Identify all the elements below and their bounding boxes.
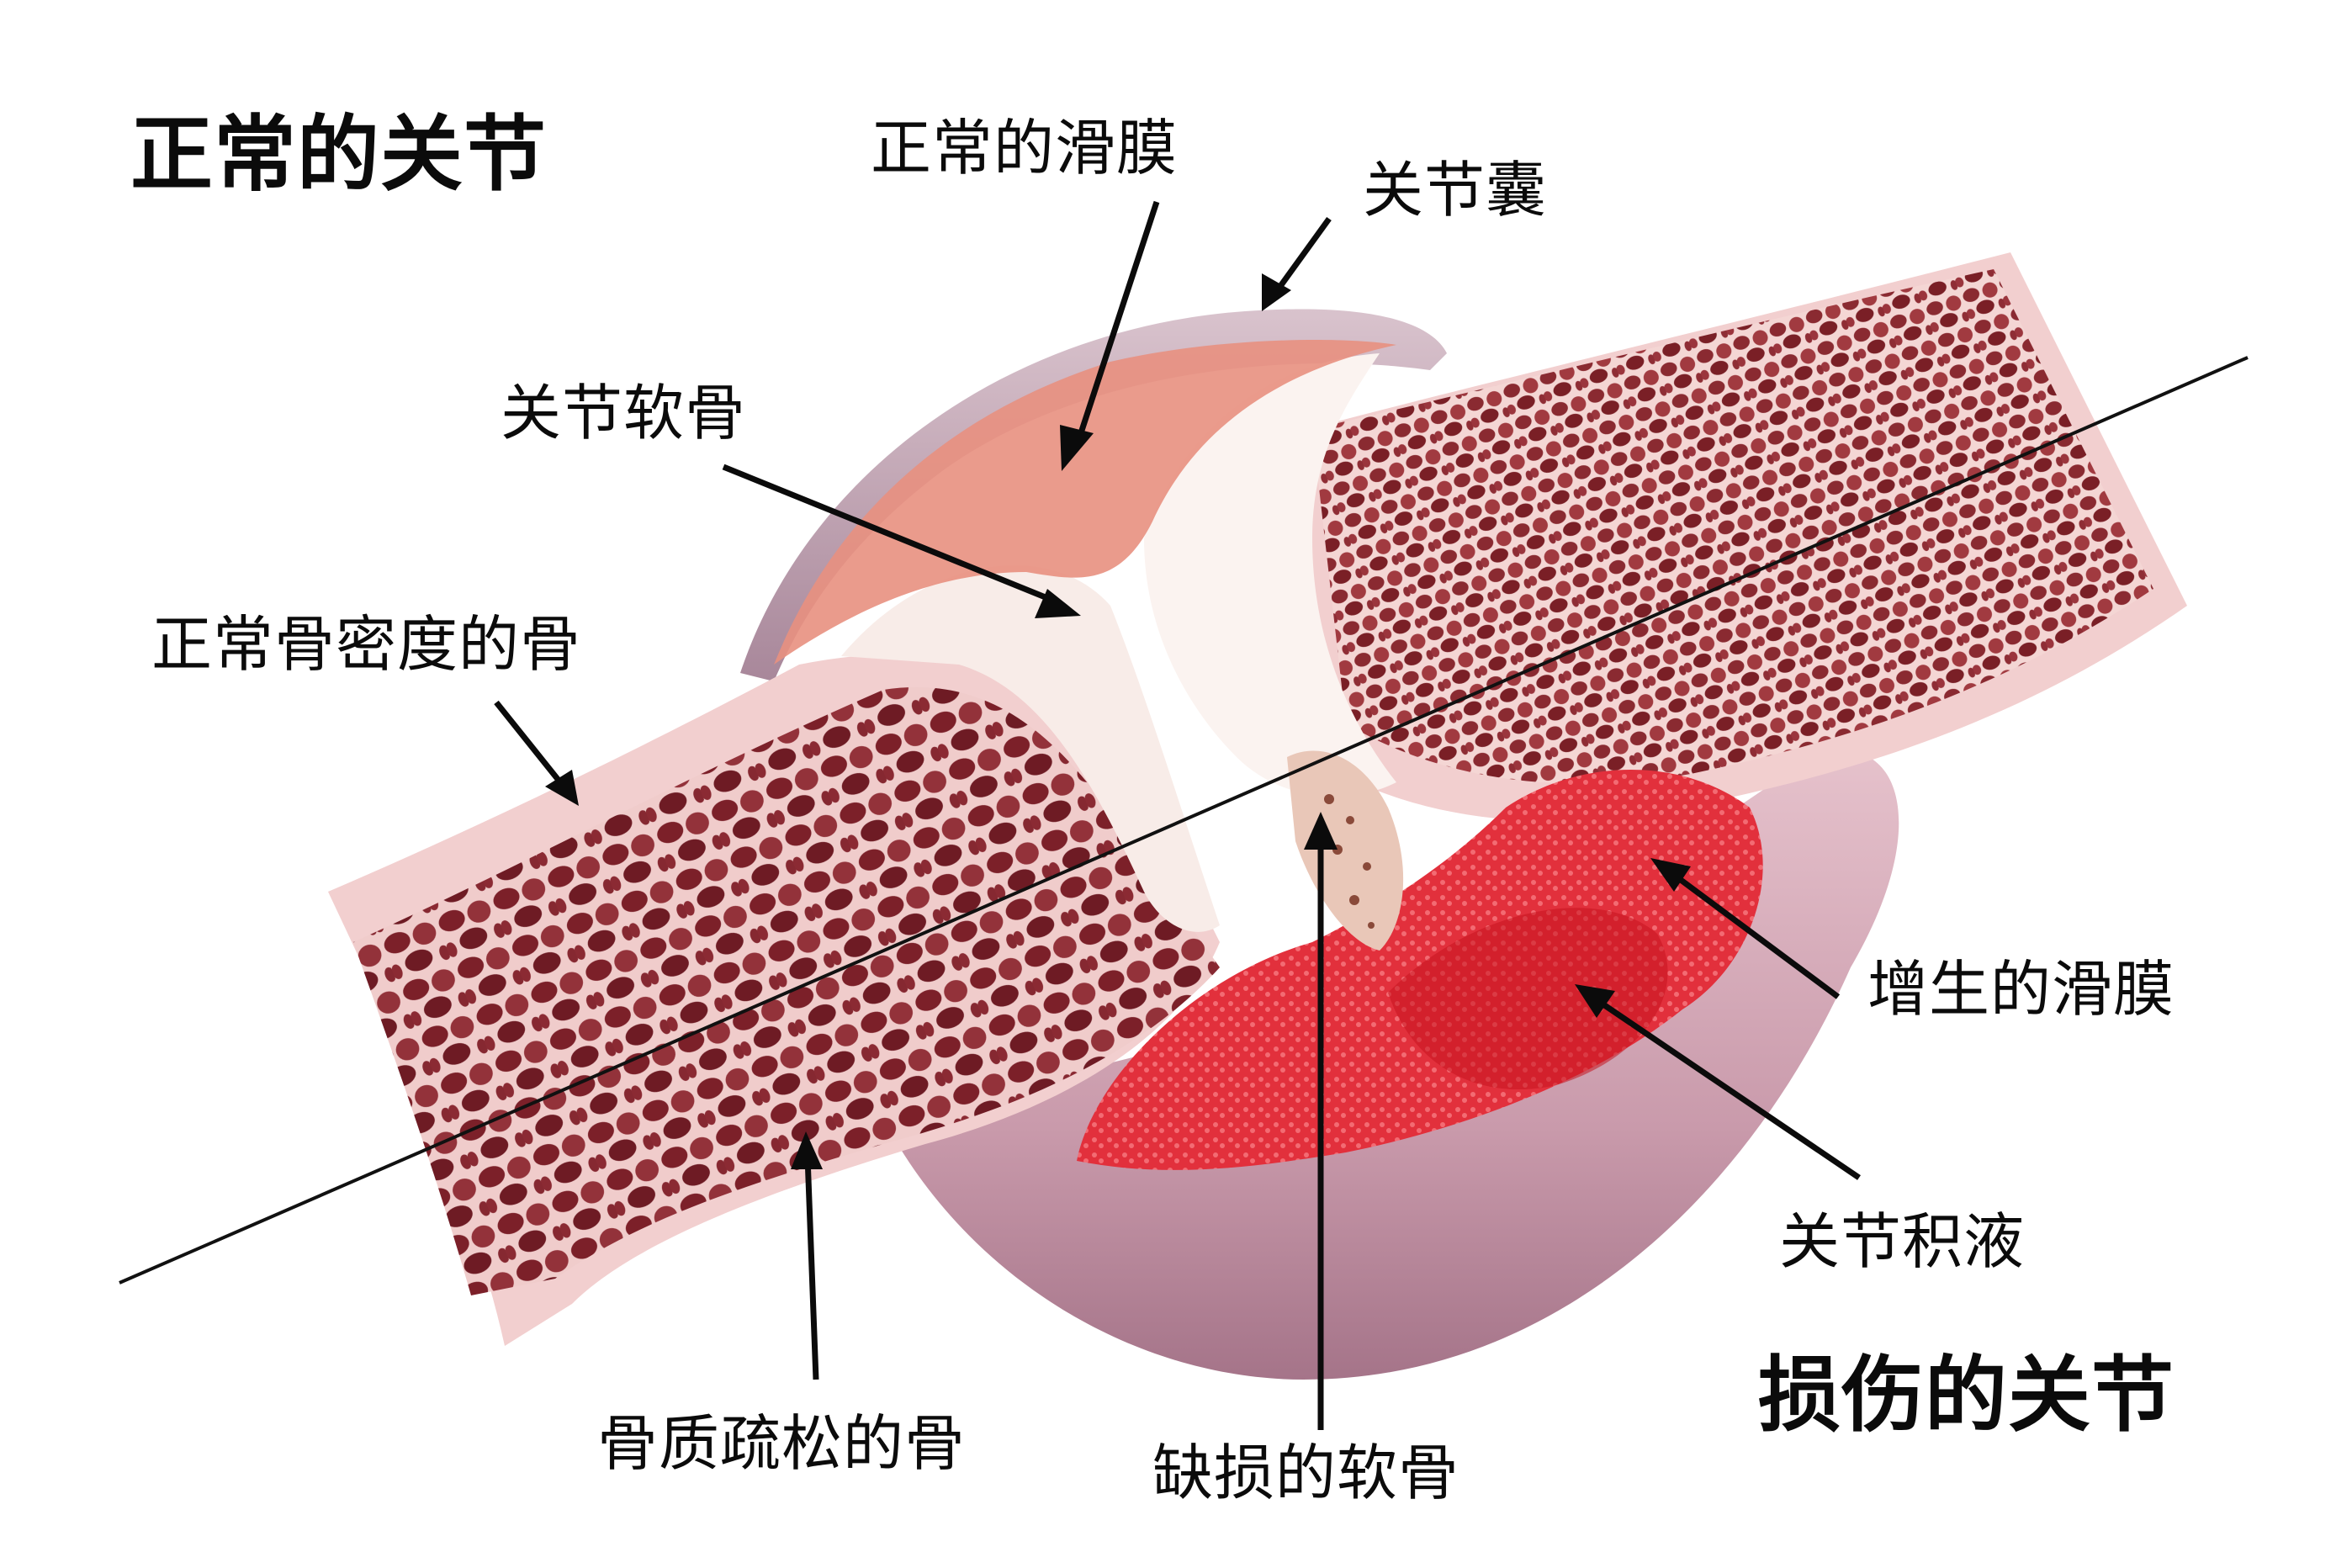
- normal-joint-title: 正常的关节: [130, 107, 548, 203]
- joint-effusion-label: 关节积液: [1779, 1206, 2026, 1277]
- articular-cartilage-left: [841, 565, 1220, 932]
- damaged-joint-title: 损伤的关节: [1758, 1348, 2175, 1444]
- leader-arrows: [494, 200, 1861, 1430]
- defective-cartilage: [1287, 750, 1404, 951]
- hyperplastic-synovium-label: 增生的滑膜: [1867, 954, 2175, 1025]
- defective-cartilage-pits: [1324, 794, 1375, 929]
- normal-synovium: [774, 340, 1396, 665]
- joint-effusion: [1388, 908, 1668, 1090]
- normal-density-bone-label: 正常骨密度的骨: [151, 609, 582, 680]
- defective-cartilage-label: 缺损的软骨: [1152, 1438, 1460, 1508]
- joint-capsule-label: 关节囊: [1363, 155, 1548, 225]
- divider-line: [119, 356, 2249, 1285]
- articular-cartilage-right: [1144, 353, 1396, 797]
- articular-cartilage-label: 关节软骨: [501, 378, 747, 448]
- normal-synovium-label: 正常的滑膜: [871, 113, 1179, 183]
- osteoporotic-bone-label: 骨质疏松的骨: [597, 1408, 967, 1479]
- right-bone-trabecular: [1312, 269, 2153, 784]
